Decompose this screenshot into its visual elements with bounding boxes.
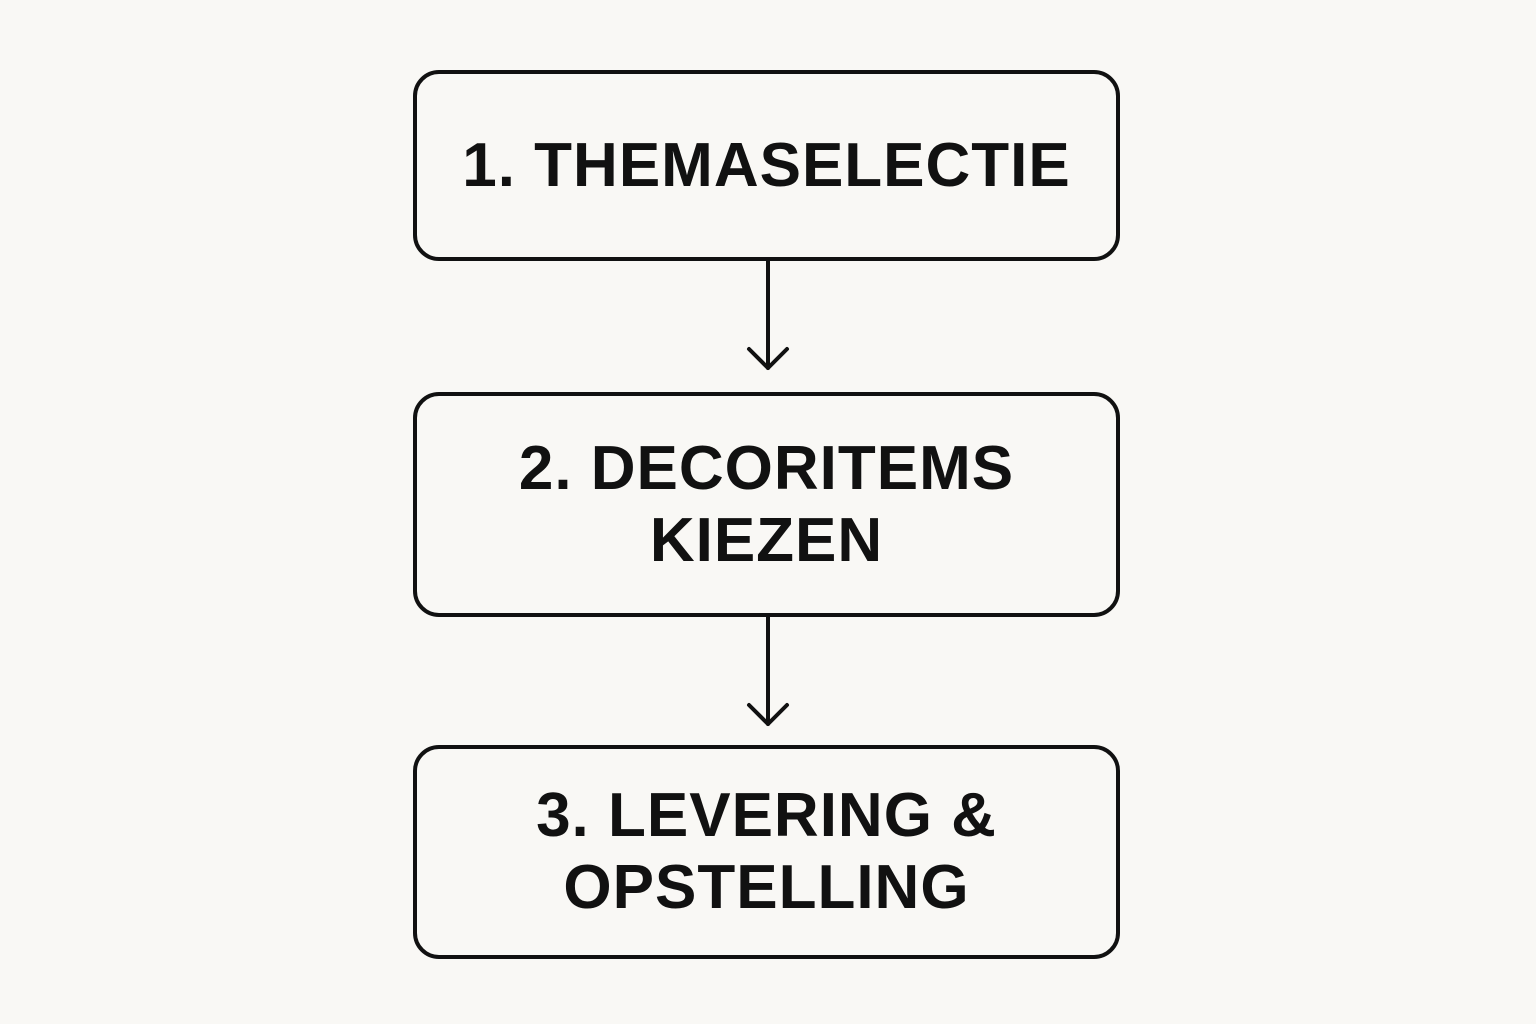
step-1-label: 1. THEMASELECTIE: [462, 130, 1071, 200]
step-3-label: 3. LEVERING & OPSTELLING: [536, 781, 997, 922]
step-2-box: 2. DECORITEMS KIEZEN: [413, 392, 1120, 617]
step-2-label: 2. DECORITEMS KIEZEN: [518, 433, 1015, 575]
step-3-box: 3. LEVERING & OPSTELLING: [413, 745, 1120, 959]
arrow-down-icon: [747, 259, 789, 370]
arrow-down-icon: [747, 615, 789, 726]
step-1-box: 1. THEMASELECTIE: [413, 70, 1120, 261]
